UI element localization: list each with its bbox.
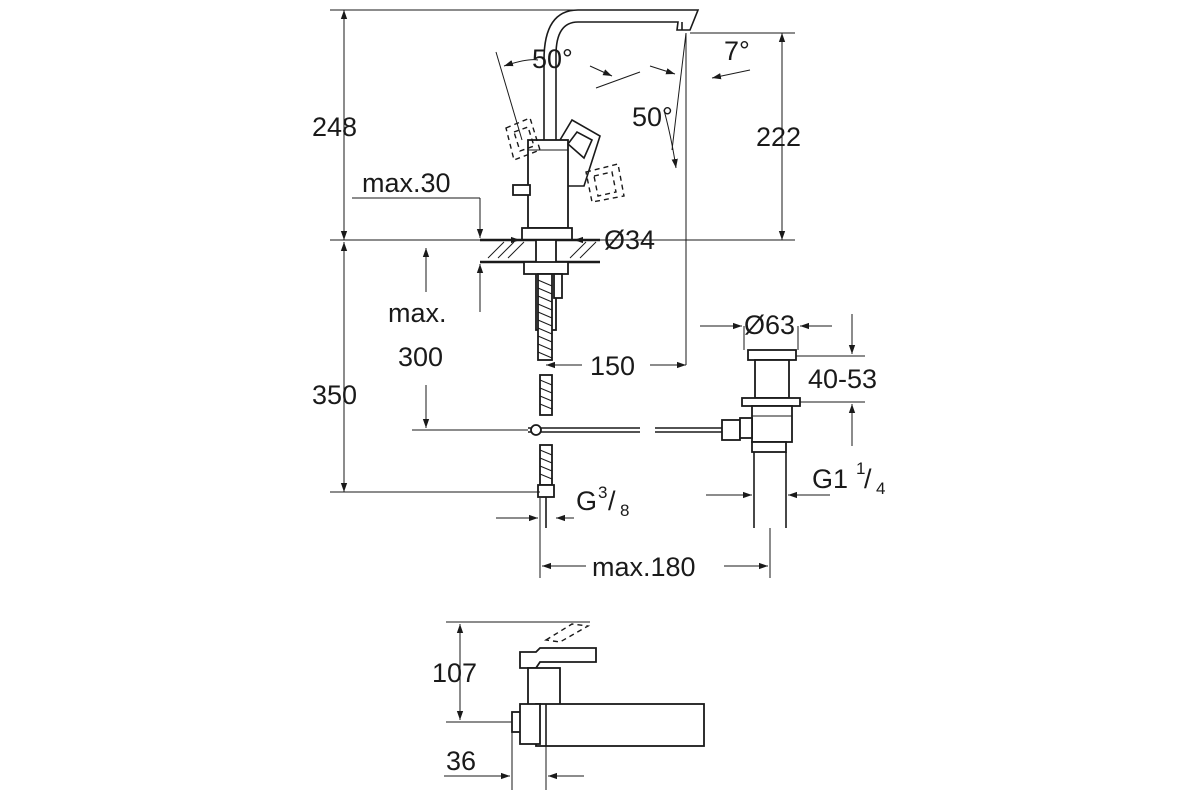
label-angle-lever-right: 50° — [632, 102, 673, 132]
waste-thread-num: 1 — [856, 459, 865, 478]
label-waste-range: 40-53 — [808, 364, 877, 394]
label-reach-150: 150 — [590, 351, 635, 381]
label-deck-max: max.30 — [362, 168, 451, 198]
label-top-view-36: 36 — [446, 746, 476, 776]
label-angle-spout: 7° — [724, 36, 750, 66]
hose-thread-num: 3 — [598, 483, 607, 502]
waste-thread-den: 4 — [876, 479, 885, 498]
label-height-total: 248 — [312, 112, 357, 142]
lever-positions-dashed — [505, 117, 625, 203]
popup-linkage — [528, 419, 741, 441]
spout — [543, 9, 700, 175]
label-waste-thread: G1 1 / 4 — [812, 459, 885, 498]
flex-hose — [537, 273, 555, 528]
svg-text:/: / — [608, 486, 616, 516]
label-hose-thread: G 3 / 8 — [576, 483, 629, 520]
dimension-lines — [330, 9, 865, 578]
svg-text:/: / — [864, 464, 872, 494]
label-height-350: 350 — [312, 380, 357, 410]
waste-fitting — [739, 349, 801, 528]
label-height-spout: 222 — [756, 122, 801, 152]
waste-thread-main: G1 — [812, 464, 848, 494]
faucet-top-view — [444, 621, 705, 790]
label-base-diameter: Ø34 — [604, 225, 655, 255]
lever-handle — [559, 118, 601, 187]
faucet-body — [527, 139, 569, 229]
label-waste-diameter: Ø63 — [744, 310, 795, 340]
dimension-labels: 50° 7° 50° 248 222 max.30 Ø34 max. 300 1… — [312, 36, 885, 776]
label-max-word: max. — [388, 298, 447, 328]
label-angle-lever-left: 50° — [532, 44, 573, 74]
base-plate — [521, 227, 573, 241]
hose-thread-den: 8 — [620, 501, 629, 520]
hose-thread-main: G — [576, 486, 597, 516]
label-top-view-107: 107 — [432, 658, 477, 688]
label-hose-300: 300 — [398, 342, 443, 372]
label-max-180: max.180 — [592, 552, 696, 582]
faucet-side-view — [480, 9, 801, 528]
